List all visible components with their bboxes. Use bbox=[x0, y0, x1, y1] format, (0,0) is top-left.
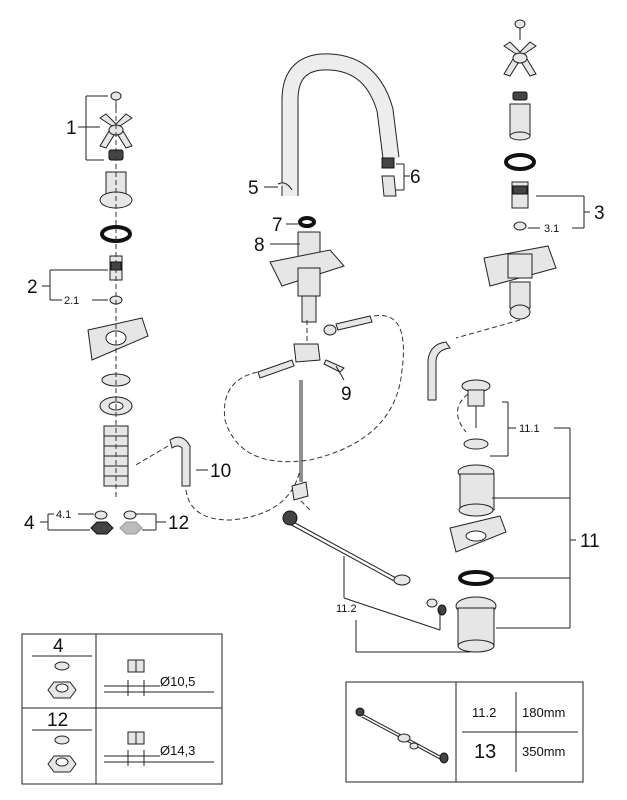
drain-icon bbox=[449, 379, 507, 653]
pop-up-rod-icon bbox=[282, 380, 447, 616]
callout-4: 4 bbox=[24, 513, 35, 534]
rod-length-legend: 11.2 180mm 13 350mm bbox=[345, 681, 584, 783]
right-valve-assembly bbox=[455, 19, 557, 339]
cross-handle-icon bbox=[503, 19, 537, 101]
washer-icon bbox=[54, 735, 70, 745]
callout-11-1: 11.1 bbox=[519, 423, 540, 435]
callout-12: 12 bbox=[168, 513, 189, 534]
legend-row-2-diameter: Ø14,3 bbox=[160, 743, 195, 758]
callout-6: 6 bbox=[410, 167, 421, 188]
callout-3: 3 bbox=[594, 203, 605, 224]
spout-base bbox=[269, 216, 345, 345]
pop-up-rod-icon bbox=[355, 707, 449, 764]
callout-10: 10 bbox=[210, 461, 231, 482]
callout-1: 1 bbox=[66, 118, 77, 139]
legend-row-2-number: 12 bbox=[47, 710, 68, 731]
o-ring-5 bbox=[277, 182, 293, 191]
spout-icon bbox=[281, 53, 400, 197]
tee-connector bbox=[257, 315, 373, 379]
washer-icon bbox=[54, 661, 70, 671]
legend-row-1-number: 4 bbox=[53, 636, 64, 657]
callout-4-1: 4.1 bbox=[56, 509, 71, 521]
callout-9: 9 bbox=[341, 384, 352, 405]
nut-icon bbox=[90, 510, 143, 535]
callout-leaders bbox=[40, 95, 590, 653]
legend-row-2-part: 13 bbox=[474, 741, 496, 763]
callout-5: 5 bbox=[248, 178, 259, 199]
callout-2: 2 bbox=[27, 277, 38, 298]
legend-row-1-diameter: Ø10,5 bbox=[160, 674, 195, 689]
hose-left bbox=[133, 436, 301, 521]
callout-11-2: 11.2 bbox=[336, 603, 357, 615]
callout-7: 7 bbox=[272, 215, 283, 236]
callout-11: 11 bbox=[580, 531, 600, 552]
callout-2-1: 2.1 bbox=[64, 295, 79, 307]
legend-row-2-length: 350mm bbox=[522, 744, 565, 759]
nut-size-legend: 4 12 Ø10,5 Ø14,3 bbox=[21, 633, 223, 785]
left-valve-assembly bbox=[87, 91, 149, 500]
callout-3-1: 3.1 bbox=[544, 223, 559, 235]
hose-right bbox=[427, 341, 451, 401]
callout-8: 8 bbox=[254, 235, 265, 256]
legend-row-1-length: 180mm bbox=[522, 705, 565, 720]
legend-row-1-part: 11.2 bbox=[472, 705, 496, 720]
